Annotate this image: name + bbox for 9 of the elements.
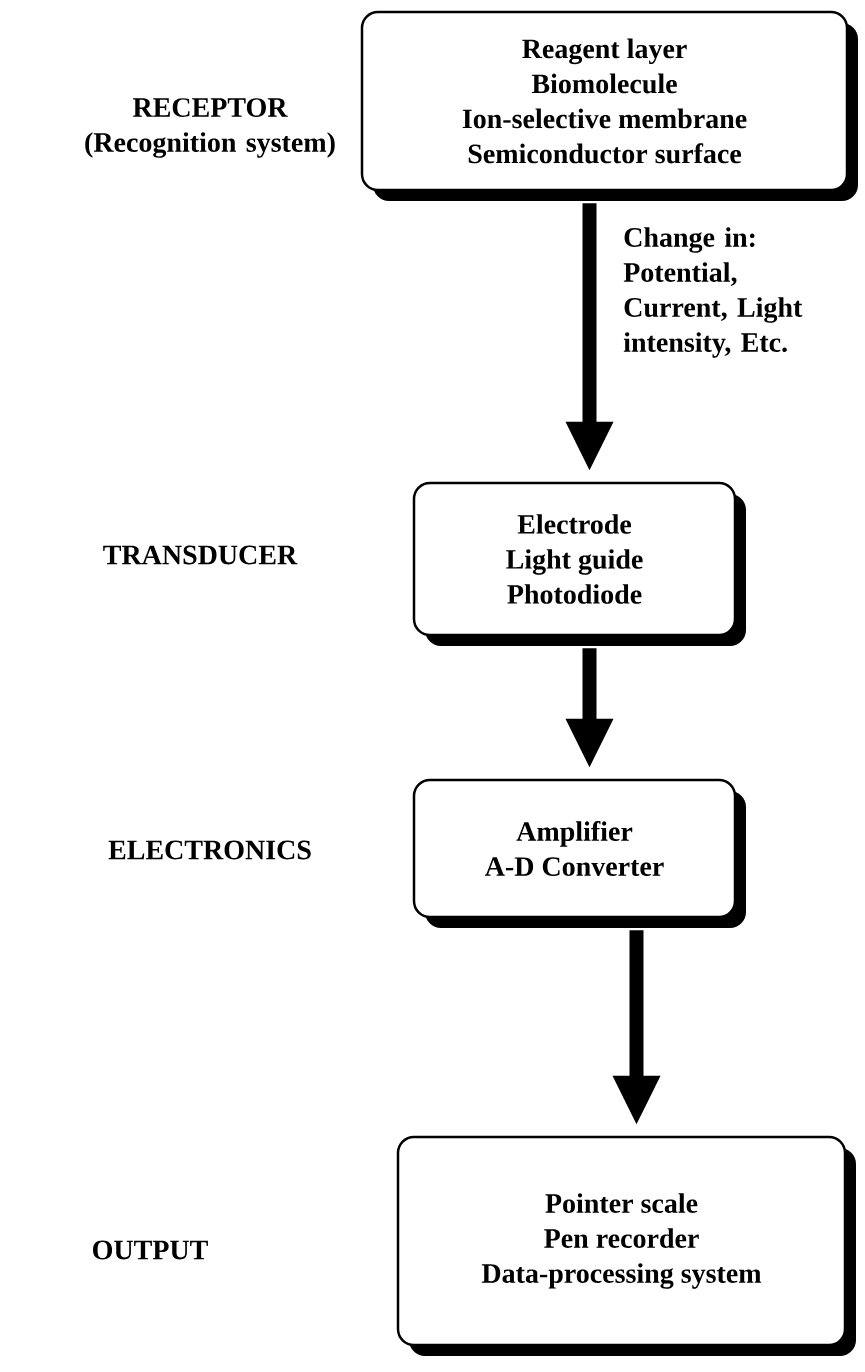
process-box: Amplifier A-D Converter (412, 778, 746, 928)
edge-label: Change in: Potential, Current, Light intensity, Etc. (623, 227, 803, 358)
stage-label: ELECTRONICS (108, 840, 311, 860)
process-box: Electrode Light guide Photodiode (412, 481, 746, 646)
stage-label: TRANSDUCER (103, 545, 298, 565)
process-box: Reagent layer Biomolecule Ion-selective membrane Semiconductor surface (360, 10, 858, 201)
stage-label: RECEPTOR (Recognition system) (85, 98, 335, 158)
stage-label: OUTPUT (93, 1240, 208, 1260)
process-box: Pointer scale Pen recorder Data-processing system (396, 1135, 856, 1356)
